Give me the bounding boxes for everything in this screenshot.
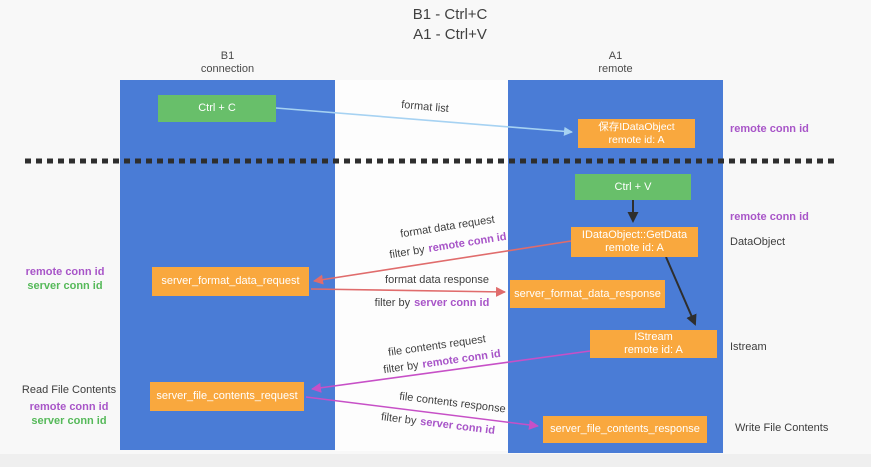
right-label-write-file-contents: Write File Contents <box>735 422 829 434</box>
node-istream: IStream remote id: A <box>590 330 717 358</box>
server-conn-id-key: server conn id <box>414 297 490 309</box>
node-server-format-data-response-label: server_format_data_response <box>514 287 661 300</box>
title-line-2: A1 - Ctrl+V <box>413 26 487 43</box>
file-contents-request-arrow <box>311 350 591 393</box>
lane-b1-name: B1 <box>220 50 235 62</box>
lane-a1-role: remote <box>598 63 633 75</box>
node-ctrl-v: Ctrl + V <box>575 174 691 200</box>
bottom-edge-strip <box>0 454 871 467</box>
lane-header-b1: B1 connection <box>120 50 335 76</box>
left-server-conn-id: server conn id <box>27 280 103 292</box>
right-label-remote-conn-id-top: remote conn id <box>730 123 809 135</box>
node-ctrl-c-label: Ctrl + C <box>198 102 236 114</box>
file-contents-response-arrow <box>305 396 539 430</box>
left-label-format-conn-ids: remote conn id server conn id <box>14 265 116 293</box>
edge-label-format-data-response: format data response <box>377 274 497 286</box>
left-remote-conn-id: remote conn id <box>29 401 109 413</box>
left-label-read-file-block: Read File Contents remote conn id server… <box>14 383 124 428</box>
node-istream-line2: remote id: A <box>624 344 683 356</box>
node-server-file-contents-request: server_file_contents_request <box>150 382 304 411</box>
right-label-remote-conn-id-mid: remote conn id <box>730 211 809 223</box>
format-data-response-text: format data response <box>385 274 489 286</box>
node-server-format-data-request-label: server_format_data_request <box>161 275 300 287</box>
left-server-conn-id: server conn id <box>31 415 107 427</box>
format-list-arrow <box>275 107 573 136</box>
node-save-idataobject: 保存IDataObject remote id: A <box>578 119 695 148</box>
node-save-idataobject-line1: 保存IDataObject <box>598 120 675 133</box>
lane-header-a1: A1 remote <box>508 50 723 76</box>
right-label-istream: Istream <box>730 341 767 353</box>
node-server-file-contents-response-label: server_file_contents_response <box>550 423 700 435</box>
lane-gap-background <box>335 80 508 451</box>
node-ctrl-c: Ctrl + C <box>158 95 276 122</box>
left-remote-conn-id: remote conn id <box>25 266 105 278</box>
edge-filter-format-data-response: filter by server conn id <box>362 297 502 309</box>
node-istream-line1: IStream <box>634 331 673 343</box>
node-server-format-data-response: server_format_data_response <box>510 280 665 308</box>
node-server-file-contents-request-label: server_file_contents_request <box>156 390 298 402</box>
left-read-file-contents: Read File Contents <box>21 384 117 396</box>
lane-a1-name: A1 <box>608 50 623 62</box>
lane-b1-role: connection <box>200 63 255 75</box>
node-idataobject-getdata-line1: IDataObject::GetData <box>581 229 688 241</box>
node-server-file-contents-response: server_file_contents_response <box>543 416 707 443</box>
node-ctrl-v-label: Ctrl + V <box>614 180 652 193</box>
right-label-dataobject: DataObject <box>730 236 786 248</box>
node-save-idataobject-line2: remote id: A <box>608 133 665 146</box>
node-idataobject-getdata-line2: remote id: A <box>605 242 664 254</box>
node-server-format-data-request: server_format_data_request <box>152 267 309 296</box>
node-idataobject-getdata: IDataObject::GetData remote id: A <box>571 227 698 257</box>
getdata-to-istream-arrow <box>665 256 697 326</box>
diagram-title: B1 - Ctrl+C A1 - Ctrl+V <box>340 5 560 45</box>
title-line-1: B1 - Ctrl+C <box>412 6 488 23</box>
format-data-response-arrow <box>310 286 506 297</box>
filter-by-text: filter by <box>374 297 411 309</box>
format-data-request-arrow <box>313 240 572 285</box>
